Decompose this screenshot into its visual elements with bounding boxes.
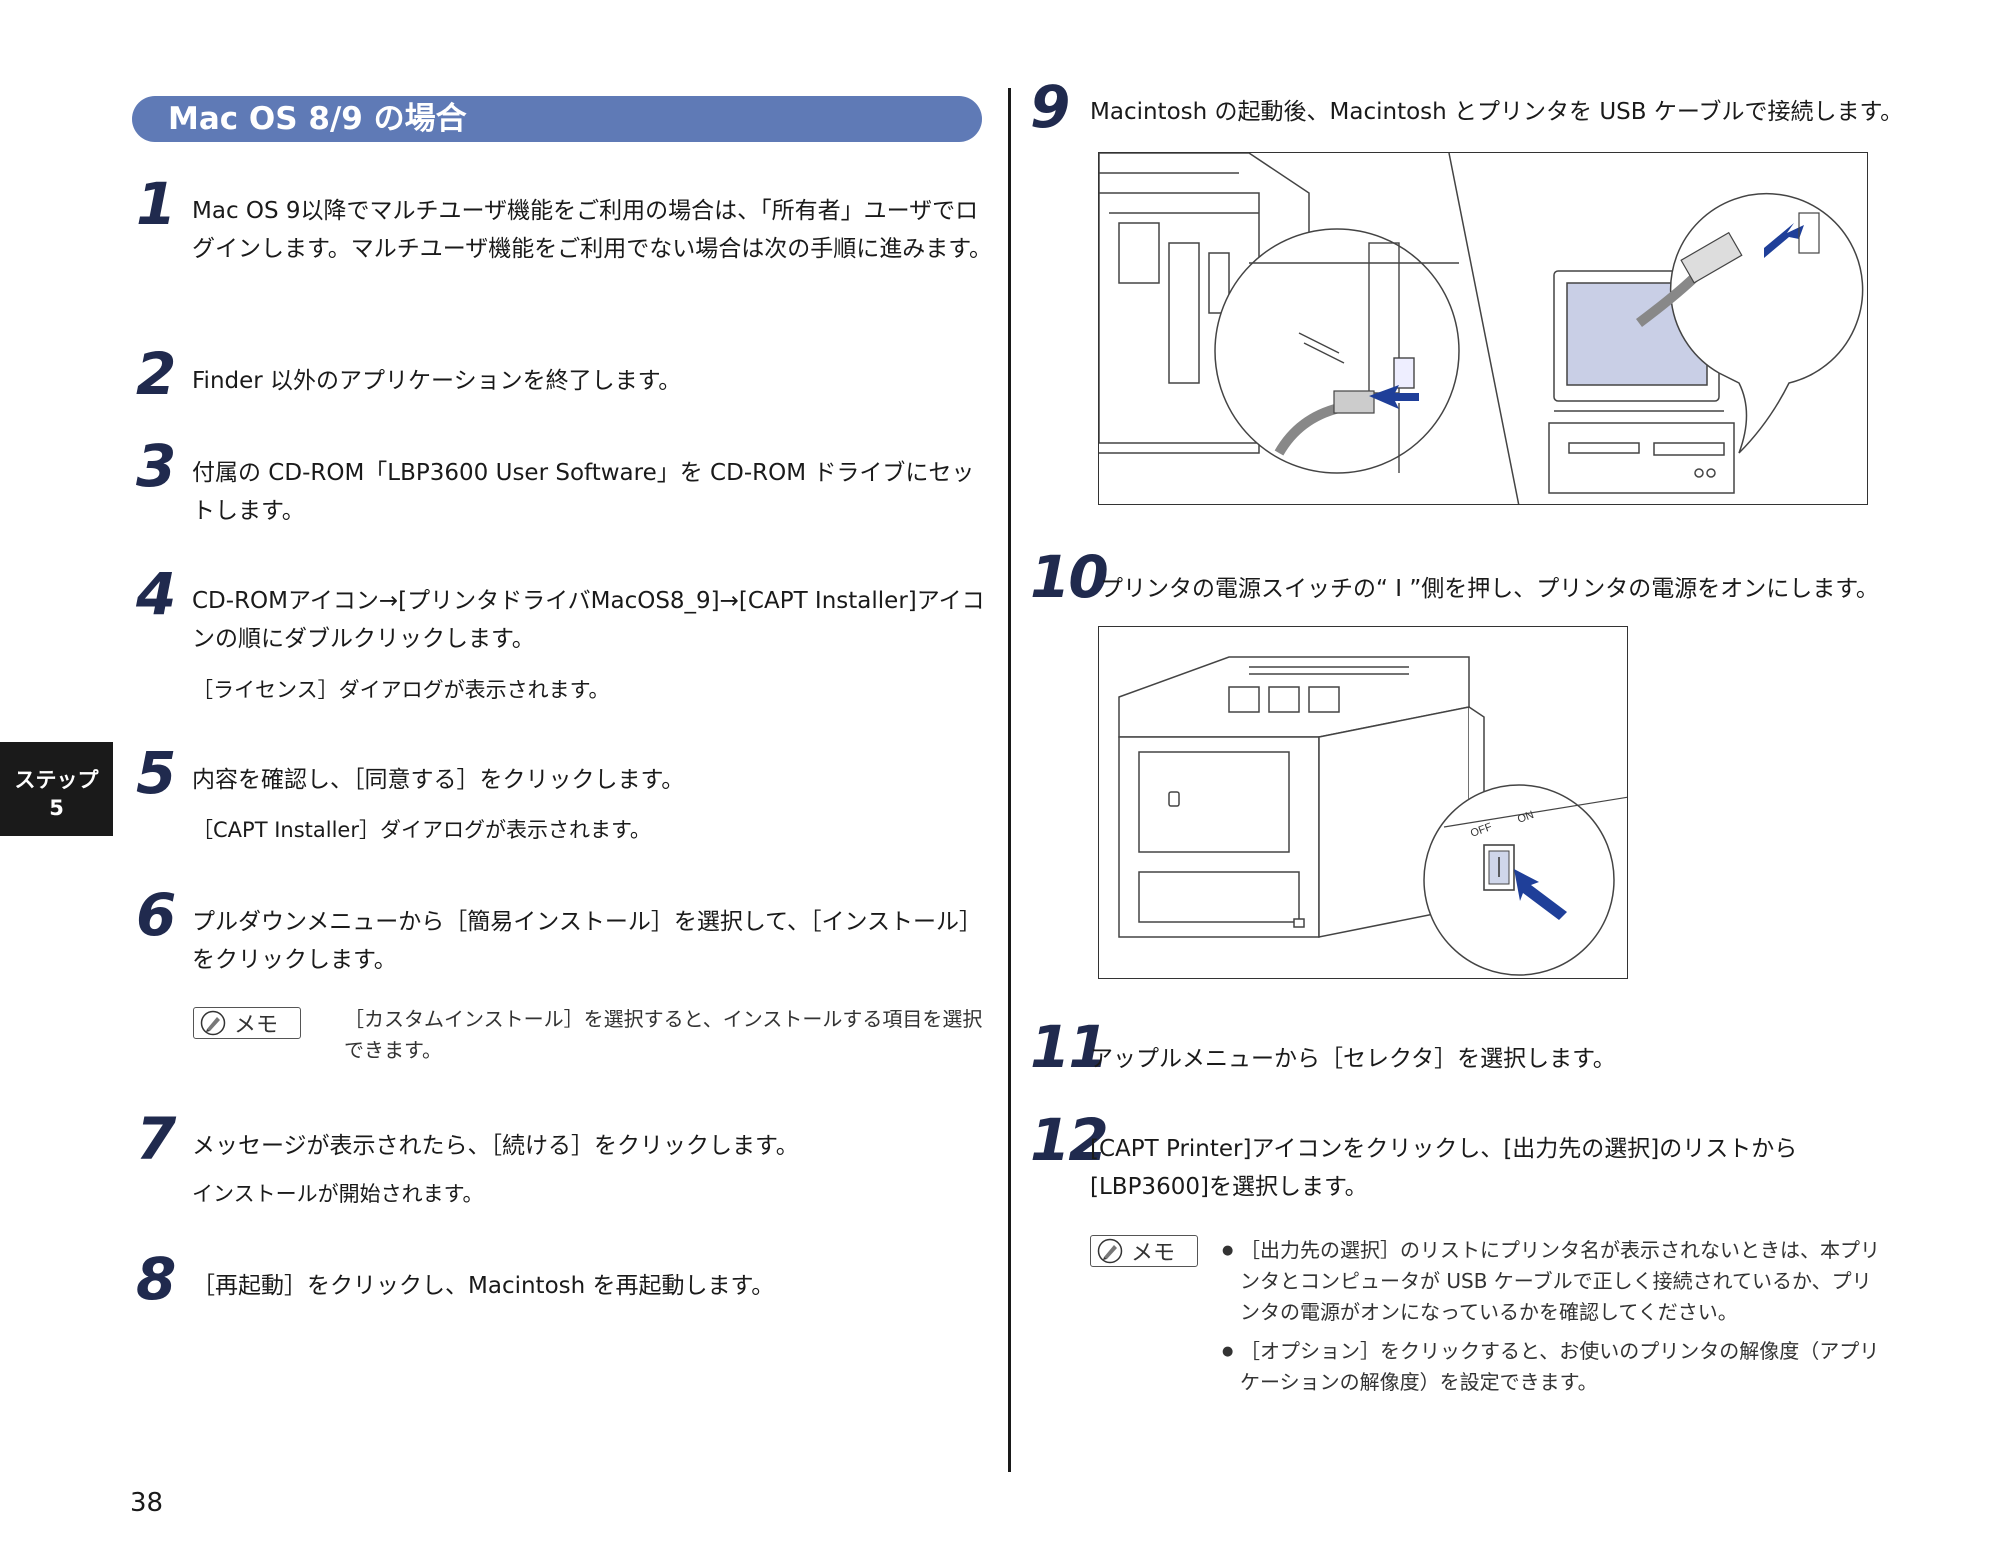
switch-on-label: ON [1516, 809, 1536, 826]
step-text: アップルメニューから［セレクタ］を選択します。 [1090, 1046, 1616, 1072]
step-text: Finder 以外のアプリケーションを終了します。 [192, 368, 682, 394]
step-text: 付属の CD-ROM「LBP3600 User Software」を CD-RO… [192, 460, 975, 524]
step-result-text: ［CAPT Installer］ダイアログが表示されます。 [192, 818, 651, 842]
step-text: プルダウンメニューから［簡易インストール］を選択して、［インストール］をクリック… [192, 909, 983, 973]
step-text: ［再起動］をクリックし、Macintosh を再起動します。 [192, 1273, 775, 1299]
memo-bullet-item: ［出力先の選択］のリストにプリンタ名が表示されないときは、本プリンタとコンピュー… [1222, 1235, 1882, 1328]
step-number: 6 [136, 881, 176, 949]
step-number: 12 [1030, 1106, 1109, 1174]
memo-text: ［カスタムインストール］を選択すると、インストールする項目を選択できます。 [344, 1007, 983, 1062]
step-number: 10 [1030, 543, 1109, 611]
step-text: 内容を確認し、［同意する］をクリックします。 [192, 767, 685, 793]
pencil-icon [1097, 1238, 1123, 1264]
memo-label: メモ [234, 1013, 279, 1038]
step-text: プリンタの電源スイッチの“ I ”側を押し、プリンタの電源をオンにします。 [1100, 576, 1879, 602]
step-number: 8 [136, 1245, 176, 1313]
column-divider [1008, 88, 1011, 1472]
memo-bullet-list: ［出力先の選択］のリストにプリンタ名が表示されないときは、本プリンタとコンピュー… [1222, 1235, 1882, 1406]
step-text: Mac OS 9以降でマルチユーザ機能をご利用の場合は、「所有者」ユーザでログイ… [192, 198, 992, 262]
section-title: Mac OS 8/9 の場合 [132, 96, 982, 142]
power-switch-figure: OFF ON [1098, 626, 1628, 979]
step-result-text: インストールが開始されます。 [192, 1182, 484, 1206]
pencil-icon [200, 1010, 226, 1036]
step-number: 5 [136, 739, 176, 807]
step-number: 2 [136, 340, 176, 408]
step-tab-number: 5 [49, 796, 64, 820]
memo-label: メモ [1131, 1241, 1176, 1266]
usb-connection-figure [1098, 152, 1868, 505]
step-number: 9 [1030, 73, 1070, 141]
step-text: Macintosh の起動後、Macintosh とプリンタを USB ケーブル… [1090, 99, 1904, 125]
step-text: メッセージが表示されたら、［続ける］をクリックします。 [192, 1133, 799, 1159]
memo-bullet-item: ［オプション］をクリックすると、お使いのプリンタの解像度（アプリケーションの解像… [1222, 1336, 1882, 1398]
step-number: 3 [136, 432, 176, 500]
step-side-tab: ステップ 5 [0, 742, 113, 836]
memo-badge: メモ [193, 1007, 301, 1039]
step-tab-label: ステップ [14, 768, 99, 792]
printer-power-illustration: OFF ON [1118, 656, 1627, 976]
usb-connection-illustration [1099, 153, 1864, 504]
step-number: 7 [136, 1105, 176, 1173]
memo-badge: メモ [1090, 1235, 1198, 1267]
step-result-text: ［ライセンス］ダイアログが表示されます。 [192, 678, 610, 702]
step-number: 4 [136, 560, 176, 628]
step-text: CD-ROMアイコン→[プリンタドライバMacOS8_9]→[CAPT Inst… [192, 588, 985, 652]
step-number: 1 [136, 170, 176, 238]
page-number: 38 [130, 1488, 164, 1518]
step-number: 11 [1030, 1013, 1109, 1081]
step-text: [CAPT Printer]アイコンをクリックし、[出力先の選択]のリストから[… [1090, 1136, 1798, 1200]
